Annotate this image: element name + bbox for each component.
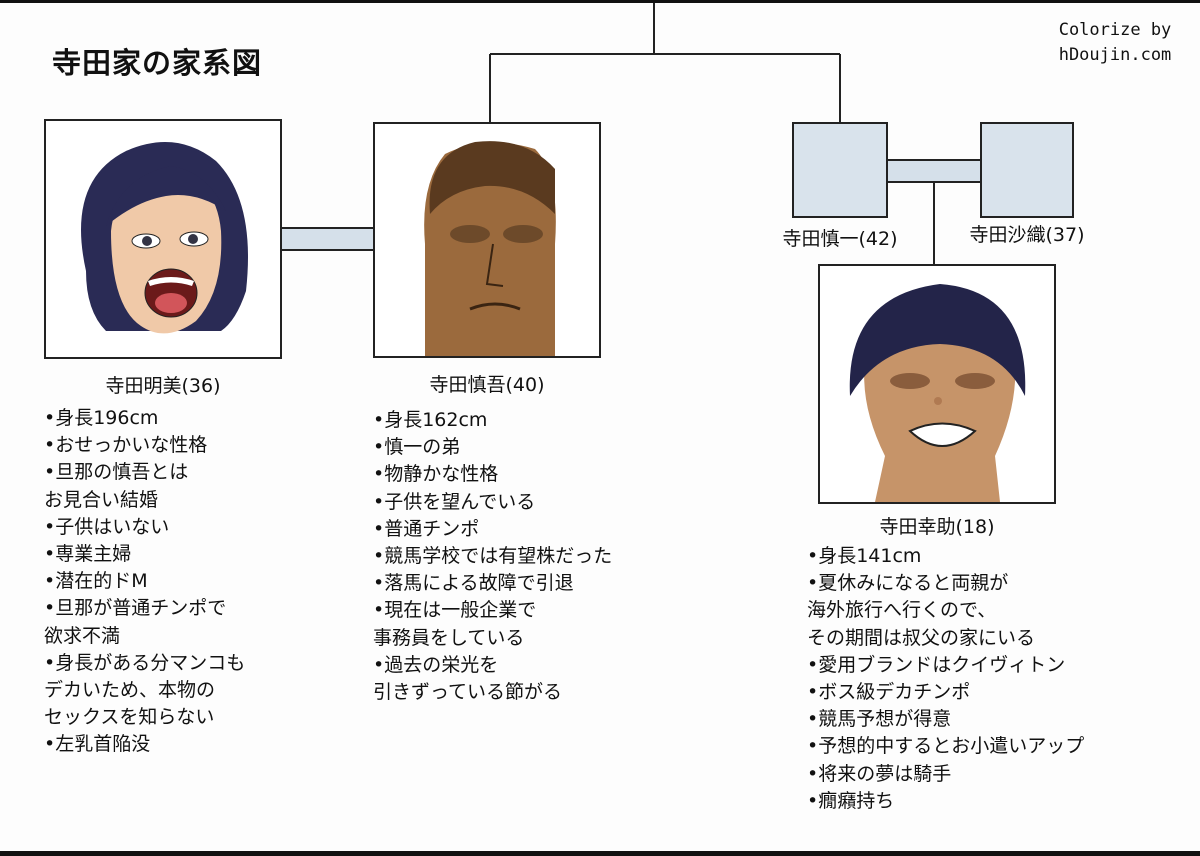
detail-line: •身長196cm <box>44 407 159 429</box>
name-shinichi: 寺田慎一(42) <box>782 228 898 250</box>
detail-line: •身長141cm <box>807 545 922 567</box>
name-saori: 寺田沙織(37) <box>969 224 1085 246</box>
portrait-kousuke <box>818 264 1056 504</box>
detail-line: •身長がある分マンコも <box>44 651 246 674</box>
detail-line: •おせっかいな性格 <box>44 434 208 457</box>
portrait-akemi <box>44 119 282 359</box>
name-kousuke: 寺田幸助(18) <box>879 516 995 538</box>
kousuke-face-illustration <box>849 284 1026 502</box>
marriage-connector-shinichi-saori <box>886 159 982 183</box>
detail-line: その期間は叔父の家にいる <box>807 626 1036 649</box>
marriage-connector-akemi-shingo <box>280 227 375 251</box>
detail-line: •旦那が普通チンポで <box>44 597 227 620</box>
credit-line-1: Colorize by <box>1058 20 1172 40</box>
detail-line: •旦那の慎吾とは <box>44 461 189 484</box>
detail-line: •落馬による故障で引退 <box>373 572 574 595</box>
detail-line: •競馬予想が得意 <box>807 708 952 731</box>
akemi-face-illustration <box>81 142 248 334</box>
detail-line: •愛用ブランドはクイヴィトン <box>807 653 1066 676</box>
portrait-placeholder-saori <box>980 122 1074 218</box>
detail-line: •普通チンポ <box>373 517 480 540</box>
detail-line: •身長162cm <box>373 409 488 431</box>
portrait-shingo <box>373 122 601 358</box>
portrait-placeholder-shinichi <box>792 122 888 218</box>
detail-line: デカいため、本物の <box>44 679 216 702</box>
detail-line: 海外旅行へ行くので、 <box>807 599 997 622</box>
detail-line: •過去の栄光を <box>373 653 499 676</box>
detail-line: 引きずっている節がる <box>373 681 563 704</box>
detail-line: •専業主婦 <box>44 543 132 566</box>
detail-line: •潜在的ドM <box>44 570 148 593</box>
detail-line: •癇癪持ち <box>807 789 895 812</box>
page-title: 寺田家の家系図 <box>52 46 263 80</box>
details-shingo: •身長162cm •慎一の弟 •物静かな性格 •子供を望んでいる •普通チンポ … <box>373 407 612 706</box>
details-kousuke: •身長141cm •夏休みになると両親が 海外旅行へ行くので、 その期間は叔父の… <box>807 543 1084 815</box>
name-shingo: 寺田慎吾(40) <box>429 374 545 396</box>
colorize-credit: Colorize by hDoujin.com <box>1040 18 1190 68</box>
detail-line: 事務員をしている <box>373 626 525 649</box>
bottom-border <box>0 851 1200 856</box>
detail-line: •物静かな性格 <box>373 463 499 486</box>
detail-line: お見合い結婚 <box>44 488 159 511</box>
name-akemi: 寺田明美(36) <box>105 375 221 397</box>
detail-line: •左乳首陥没 <box>44 733 151 756</box>
detail-line: •予想的中するとお小遣いアップ <box>807 735 1085 758</box>
detail-line: •慎一の弟 <box>373 436 461 459</box>
detail-line: •将来の夢は騎手 <box>807 762 952 785</box>
detail-line: •現在は一般企業で <box>373 599 537 622</box>
credit-line-2: hDoujin.com <box>1058 45 1172 65</box>
top-border <box>0 0 1200 3</box>
detail-line: •子供はいない <box>44 515 170 538</box>
shingo-face-illustration <box>424 141 556 356</box>
detail-line: •ボス級デカチンポ <box>807 681 971 704</box>
detail-line: •子供を望んでいる <box>373 490 536 513</box>
detail-line: •競馬学校では有望株だった <box>373 545 613 568</box>
details-akemi: •身長196cm •おせっかいな性格 •旦那の慎吾とは お見合い結婚 •子供はい… <box>44 405 245 759</box>
detail-line: 欲求不満 <box>44 624 121 647</box>
detail-line: •夏休みになると両親が <box>807 572 1009 595</box>
detail-line: セックスを知らない <box>44 706 215 729</box>
